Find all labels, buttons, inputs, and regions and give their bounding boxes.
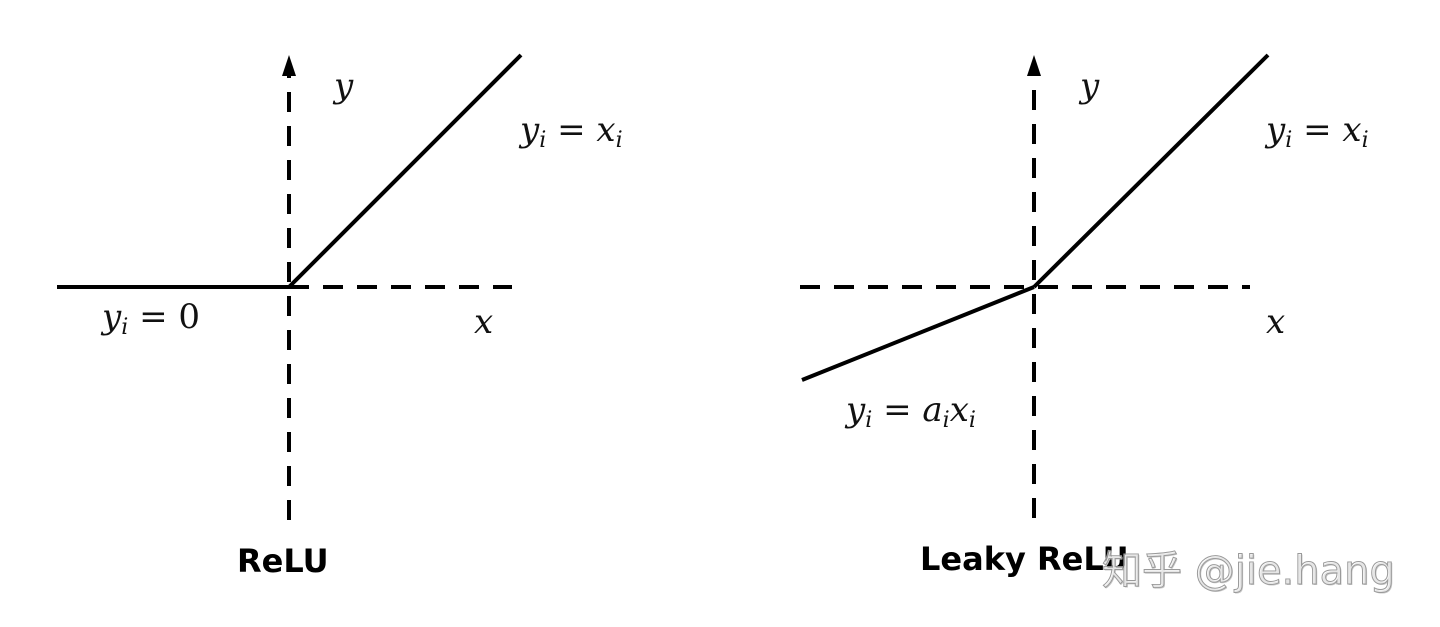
leaky-positive-equation: yi = xi <box>1266 110 1369 153</box>
eq-lhs: y <box>1266 110 1286 150</box>
leaky-y-arrow-icon <box>1027 55 1041 76</box>
eq-rhs: 0 <box>178 297 201 337</box>
eq-lhs: y <box>520 110 540 150</box>
eq-coef: a <box>922 390 943 430</box>
relu-y-arrow-icon <box>282 55 296 76</box>
eq-sign: = <box>1303 110 1332 150</box>
leaky-relu-plot <box>800 53 1270 518</box>
leaky-positive-branch <box>1032 53 1270 289</box>
relu-positive-equation: yi = xi <box>520 110 623 153</box>
eq-lhs: y <box>102 297 122 337</box>
eq-rhs-sub: i <box>968 408 976 433</box>
eq-lhs-sub: i <box>1285 128 1293 153</box>
eq-sign: = <box>139 297 168 337</box>
eq-sign: = <box>883 390 912 430</box>
eq-rhs: x <box>949 390 969 430</box>
eq-lhs: y <box>846 390 866 430</box>
relu-title: ReLU <box>237 542 329 580</box>
relu-negative-equation: yi = 0 <box>102 297 200 340</box>
eq-rhs: x <box>1342 110 1362 150</box>
eq-lhs-sub: i <box>865 408 873 433</box>
eq-coef-sub: i <box>942 408 950 433</box>
eq-rhs-sub: i <box>615 128 623 153</box>
watermark: 知乎 @jie.hang <box>1102 548 1396 595</box>
eq-sign: = <box>557 110 586 150</box>
relu-positive-branch <box>287 53 523 289</box>
eq-rhs-sub: i <box>1361 128 1369 153</box>
leaky-relu-title: Leaky ReLU <box>920 540 1129 578</box>
eq-lhs-sub: i <box>539 128 547 153</box>
relu-y-axis-label: y <box>334 66 354 106</box>
relu-plot <box>57 53 523 520</box>
eq-rhs: x <box>596 110 616 150</box>
eq-lhs-sub: i <box>121 315 129 340</box>
relu-x-axis-label: x <box>474 302 494 342</box>
leaky-x-axis-label: x <box>1266 302 1286 342</box>
leaky-negative-equation: yi = aixi <box>846 390 976 433</box>
leaky-y-axis-label: y <box>1080 66 1100 106</box>
leaky-negative-branch <box>801 285 1035 382</box>
